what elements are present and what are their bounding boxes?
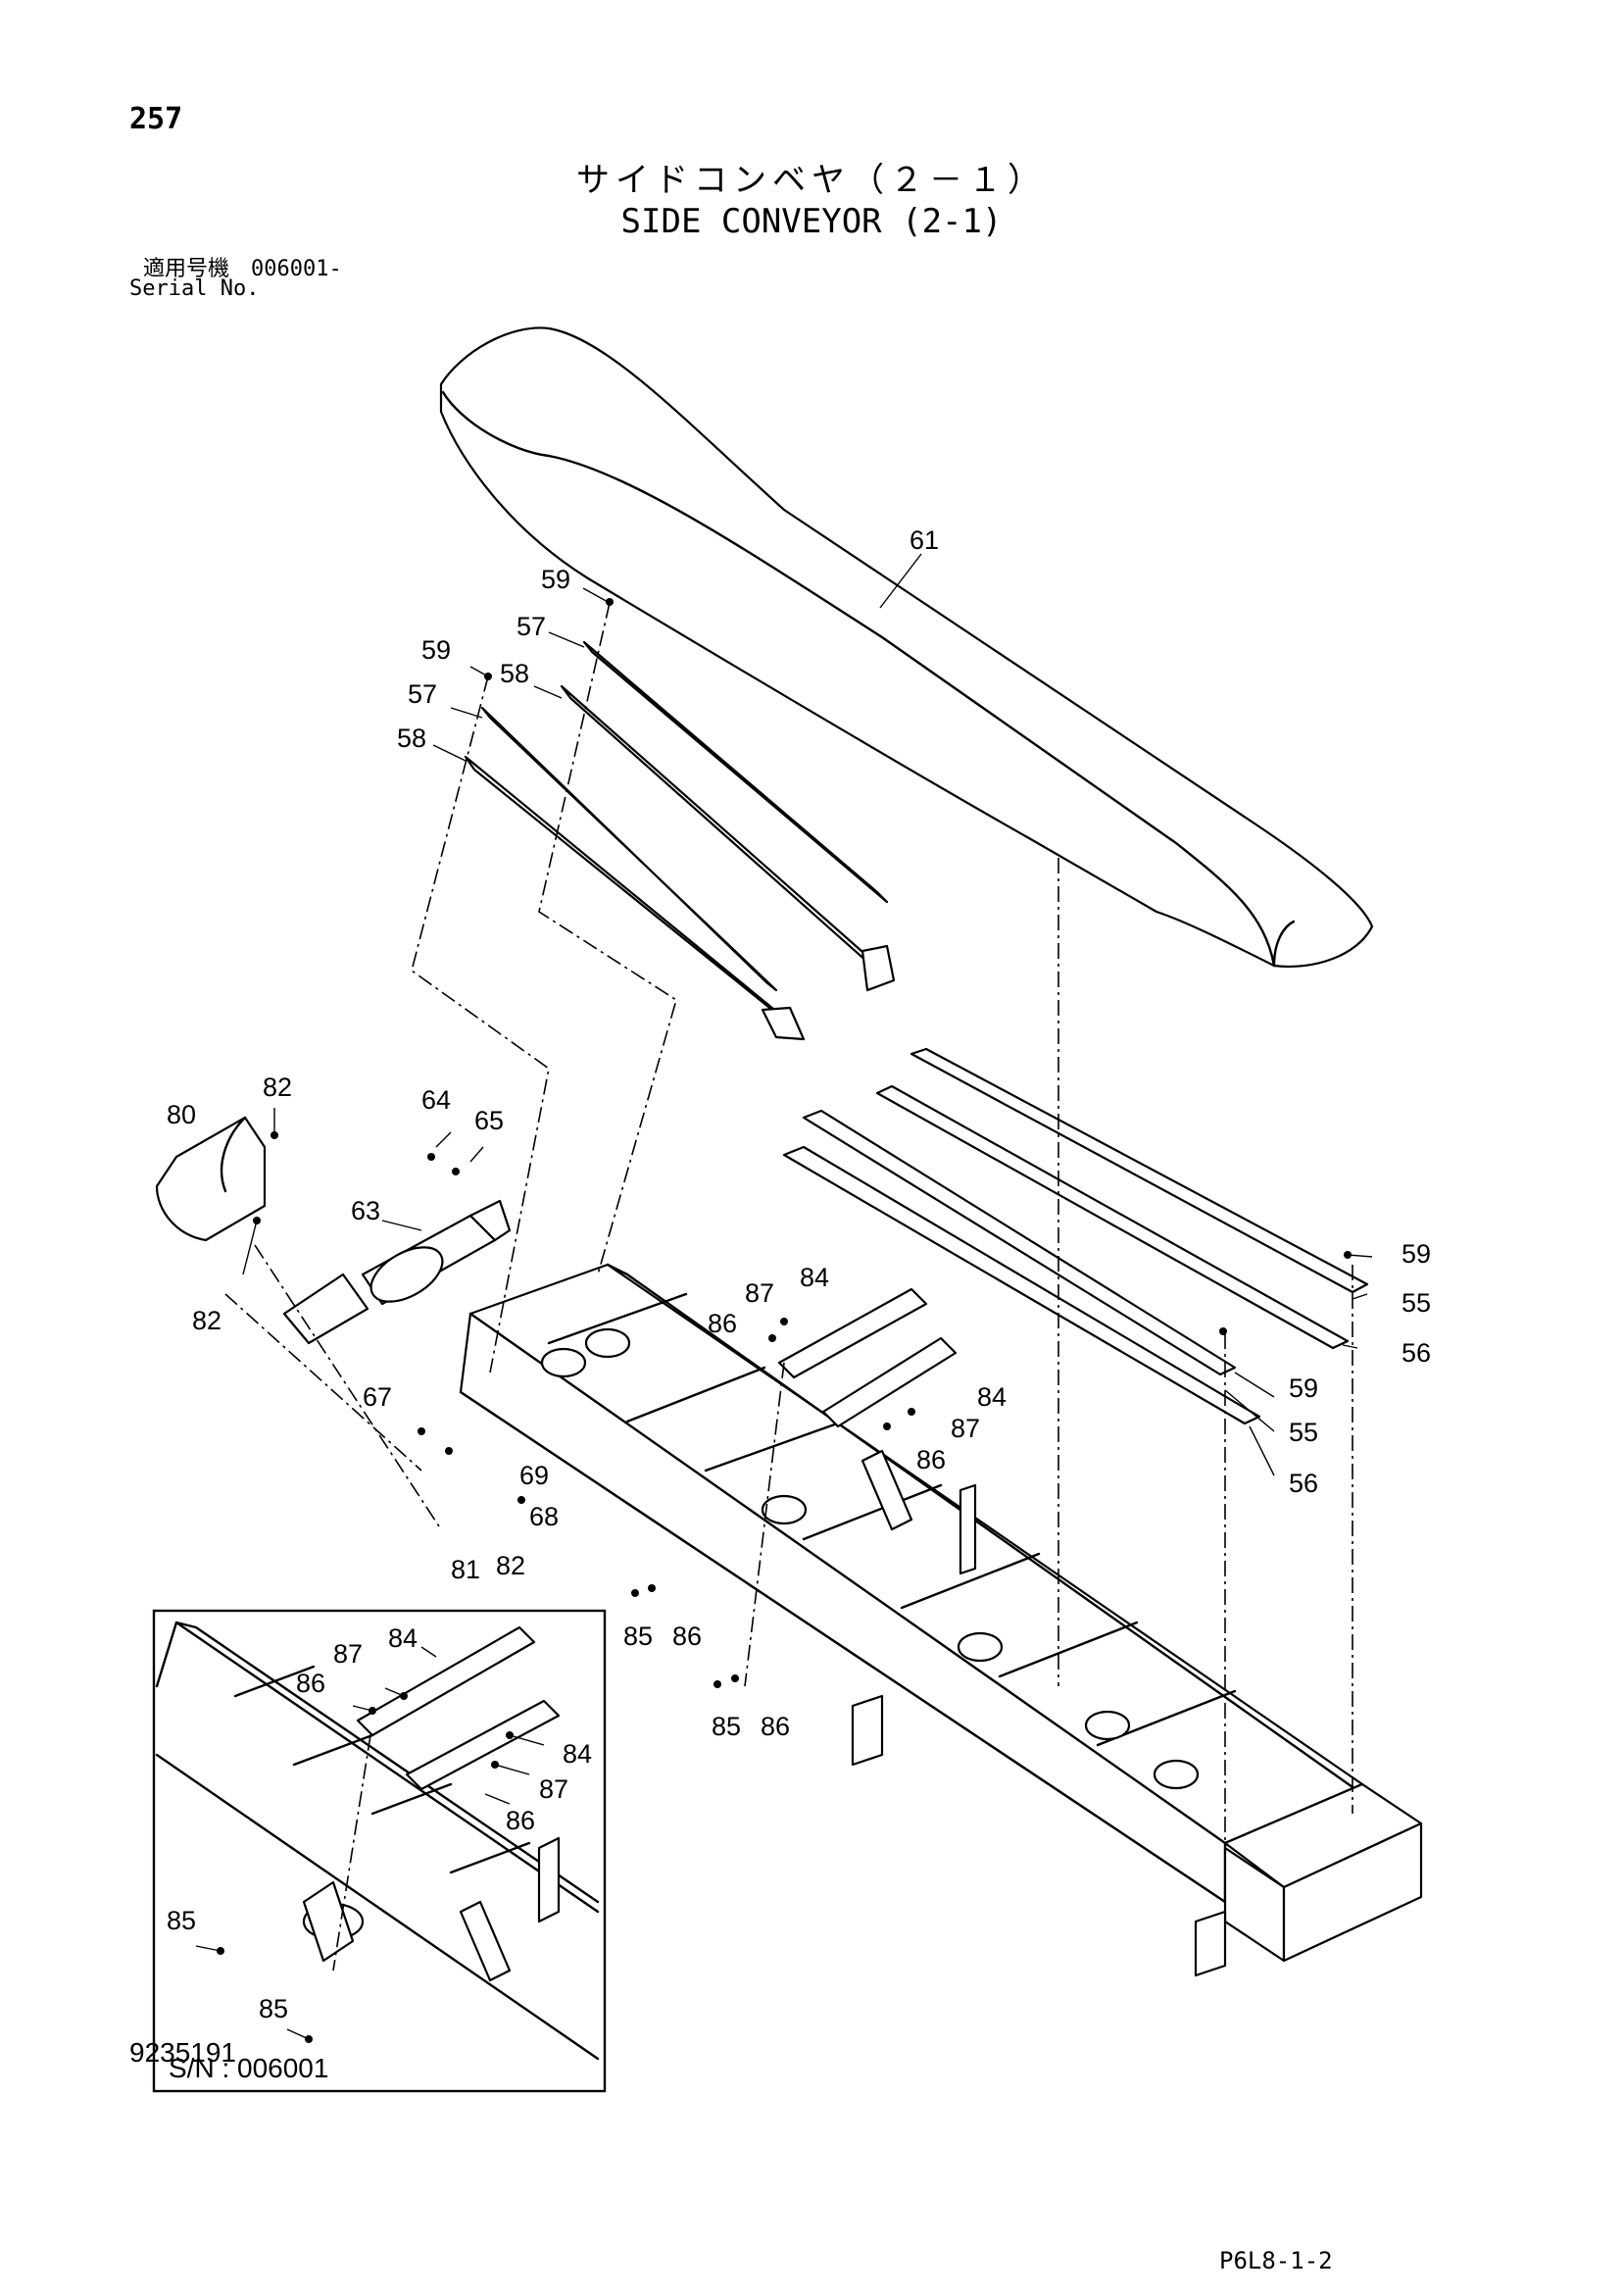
callout-59-c: 59 (1402, 1239, 1431, 1269)
inset-callout-86-a: 86 (296, 1669, 325, 1698)
fastener-dots (253, 598, 1352, 1688)
skirt-boards-right (782, 1047, 1369, 1425)
serial-applicability: 適用号機 006001- (143, 257, 342, 281)
callout-56-b: 56 (1289, 1469, 1318, 1498)
callout-55-a: 55 (1402, 1288, 1431, 1318)
callout-65: 65 (474, 1106, 504, 1135)
callout-84-b: 84 (977, 1382, 1007, 1412)
title-japanese: サイドコンベヤ（２－１） (576, 161, 1047, 200)
callout-86-a: 86 (708, 1309, 737, 1338)
callout-87-b: 87 (951, 1414, 980, 1443)
callout-58-a: 58 (500, 659, 529, 688)
callout-86-c: 86 (672, 1622, 702, 1651)
conveyor-belt (439, 326, 1374, 968)
callout-61: 61 (910, 525, 939, 555)
callout-59-d: 59 (1289, 1373, 1318, 1403)
sheet-code: P6L8-1-2 (1219, 2247, 1333, 2274)
callout-57-a: 57 (516, 612, 546, 641)
inset-callout-84-a: 84 (388, 1623, 418, 1653)
page-number: 257 (129, 102, 183, 136)
callout-59-b: 59 (421, 635, 451, 665)
conveyor-frame (459, 1263, 1423, 1977)
callout-68: 68 (529, 1502, 559, 1531)
callout-57-b: 57 (408, 679, 437, 709)
callout-82-b: 82 (192, 1306, 221, 1335)
callout-85-a: 85 (623, 1622, 653, 1651)
callout-59-a: 59 (541, 565, 570, 594)
inset-callout-85-b: 85 (259, 1994, 288, 2023)
callout-67: 67 (363, 1382, 392, 1412)
assembly-lines (224, 602, 1353, 1922)
drive-motor (282, 1199, 512, 1345)
callout-55-b: 55 (1289, 1418, 1318, 1447)
title-english: SIDE CONVEYOR (2-1) (620, 202, 1003, 241)
serial-label: Serial No. (129, 276, 260, 301)
motor-cover (155, 1116, 267, 1242)
callout-81: 81 (451, 1555, 480, 1584)
skirt-boards-upper (464, 640, 896, 1041)
detail-inset (152, 1609, 607, 2093)
callout-69: 69 (519, 1461, 549, 1490)
inset-callout-85-a: 85 (167, 1906, 196, 1935)
callout-64: 64 (421, 1085, 451, 1115)
drawing-number: 9235191 (129, 2037, 237, 2068)
callout-85-b: 85 (712, 1712, 741, 1741)
inset-callout-87-b: 87 (539, 1774, 568, 1804)
inset-callout-87-a: 87 (333, 1639, 363, 1669)
inset-serial-label: S/N : 006001 (169, 2053, 329, 2083)
callout-labels: 61 59 57 58 59 57 58 82 80 82 64 65 63 6… (167, 525, 1431, 2023)
callout-80: 80 (167, 1100, 196, 1129)
callout-86-b: 86 (916, 1445, 946, 1474)
callout-58-b: 58 (397, 724, 426, 753)
callout-86-d: 86 (761, 1712, 790, 1741)
callout-63: 63 (351, 1196, 380, 1225)
callout-82-a: 82 (263, 1073, 292, 1102)
callout-84-a: 84 (800, 1263, 829, 1292)
callout-82-c: 82 (496, 1551, 525, 1580)
inset-callout-84-b: 84 (563, 1739, 592, 1769)
callout-87-a: 87 (745, 1278, 774, 1308)
inset-callout-86-b: 86 (506, 1806, 535, 1835)
callout-56-a: 56 (1402, 1338, 1431, 1368)
brackets-84 (777, 1287, 958, 1428)
